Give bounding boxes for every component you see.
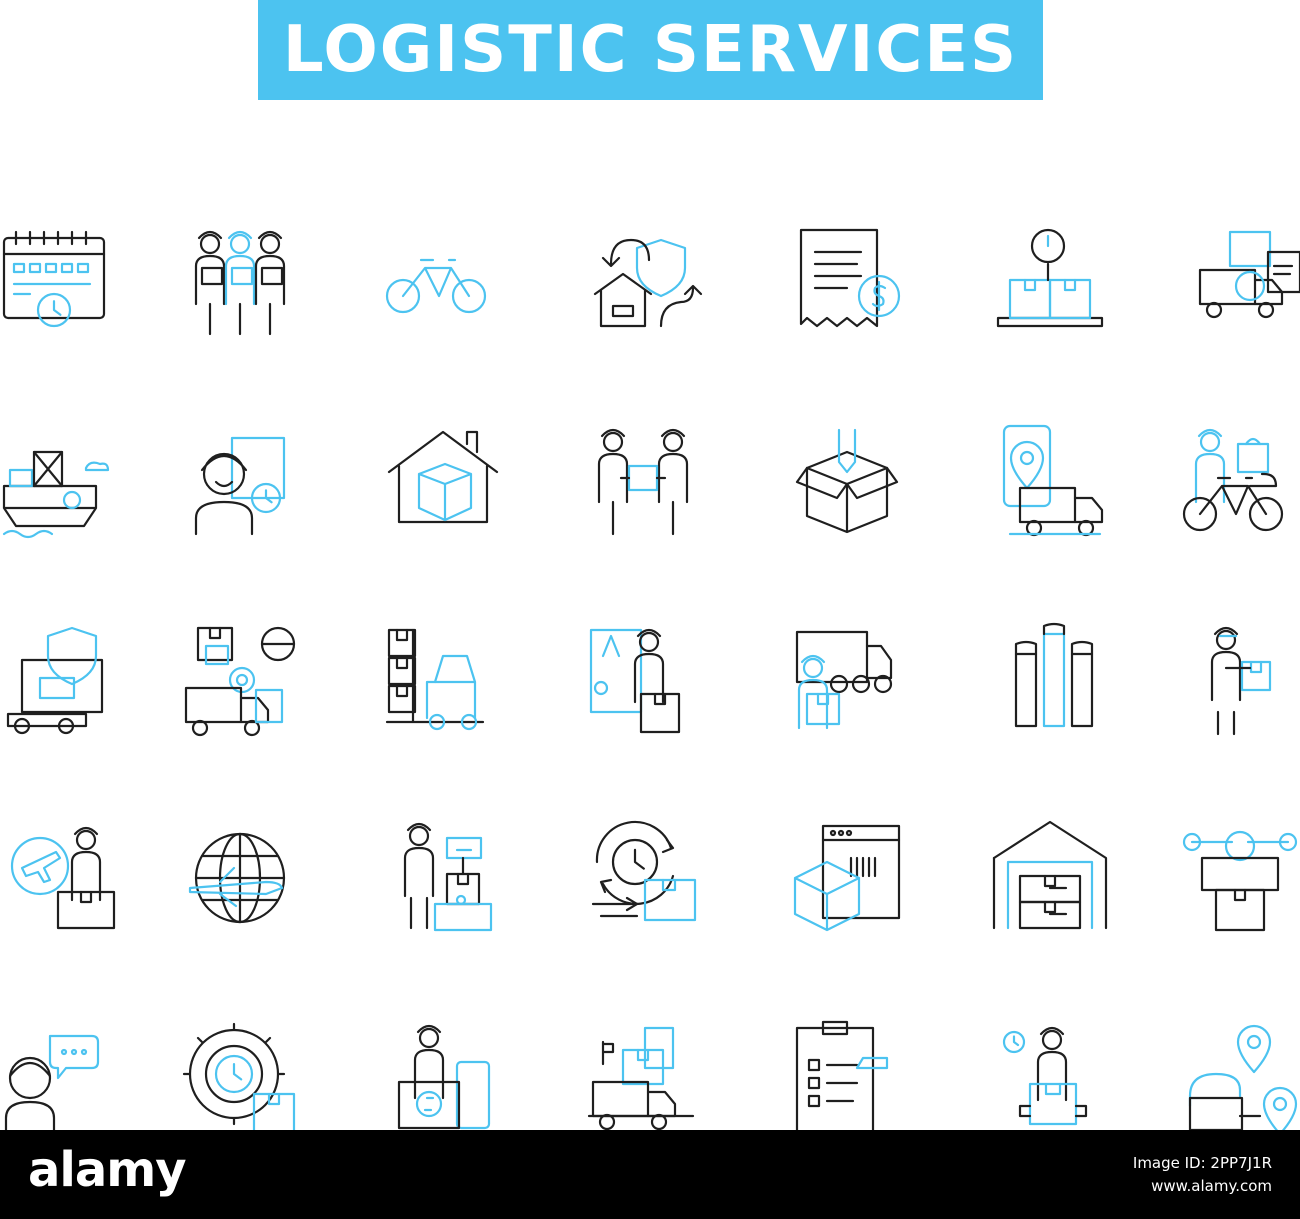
footer-info: Image ID: 2PP7J1R www.alamy.com [1133, 1130, 1272, 1219]
express-delivery-clock-icon [583, 818, 703, 938]
open-box-icon [787, 422, 907, 542]
insured-truck-icon [0, 622, 120, 742]
title-banner: LOGISTIC SERVICES [258, 0, 1043, 100]
courier-holding-box-icon [990, 1020, 1110, 1140]
page-title: LOGISTIC SERVICES [282, 13, 1019, 87]
courier-carrying-box-icon [1180, 622, 1300, 742]
raised-fists-icon [990, 622, 1110, 742]
alamy-logo: alamy [28, 1142, 187, 1198]
checklist-clipboard-icon [787, 1020, 907, 1140]
house-package-icon [383, 422, 503, 542]
air-freight-operator-icon [0, 818, 120, 938]
courier-truck-icon [787, 622, 907, 742]
cargo-ship-icon [0, 422, 120, 542]
home-protection-cycle-icon [583, 222, 703, 342]
courier-signature-icon [583, 622, 703, 742]
site-url: www.alamy.com [1151, 1176, 1272, 1195]
mobile-truck-tracking-icon [990, 422, 1110, 542]
courier-payment-icon [383, 1020, 503, 1140]
package-handover-icon [583, 422, 703, 542]
drone-delivery-icon [1180, 818, 1300, 938]
warehouse-storage-icon [990, 818, 1110, 938]
calendar-schedule-icon [0, 222, 120, 342]
icon-grid [0, 200, 1300, 1136]
barcode-package-icon [787, 818, 907, 938]
image-id-label: Image ID: 2PP7J1R [1132, 1154, 1272, 1172]
parcel-weighing-clerk-icon [383, 818, 503, 938]
logistics-workflow-icon [180, 622, 300, 742]
gear-clock-box-icon [180, 1020, 300, 1140]
bike-food-delivery-icon [1180, 422, 1300, 542]
package-route-location-icon [1180, 1020, 1300, 1140]
global-air-shipping-icon [180, 818, 300, 938]
forklift-icon [383, 622, 503, 742]
bicycle-icon [383, 222, 503, 342]
invoice-receipt-icon [787, 222, 907, 342]
customer-support-icon [0, 1020, 120, 1140]
footer-bar: alamy Image ID: 2PP7J1R www.alamy.com [0, 1130, 1300, 1219]
parcel-scale-icon [990, 222, 1110, 342]
loaded-truck-icon [583, 1020, 703, 1140]
workers-team-icon [180, 222, 300, 342]
courier-time-icon [180, 422, 300, 542]
delivery-truck-documents-icon [1180, 222, 1300, 342]
